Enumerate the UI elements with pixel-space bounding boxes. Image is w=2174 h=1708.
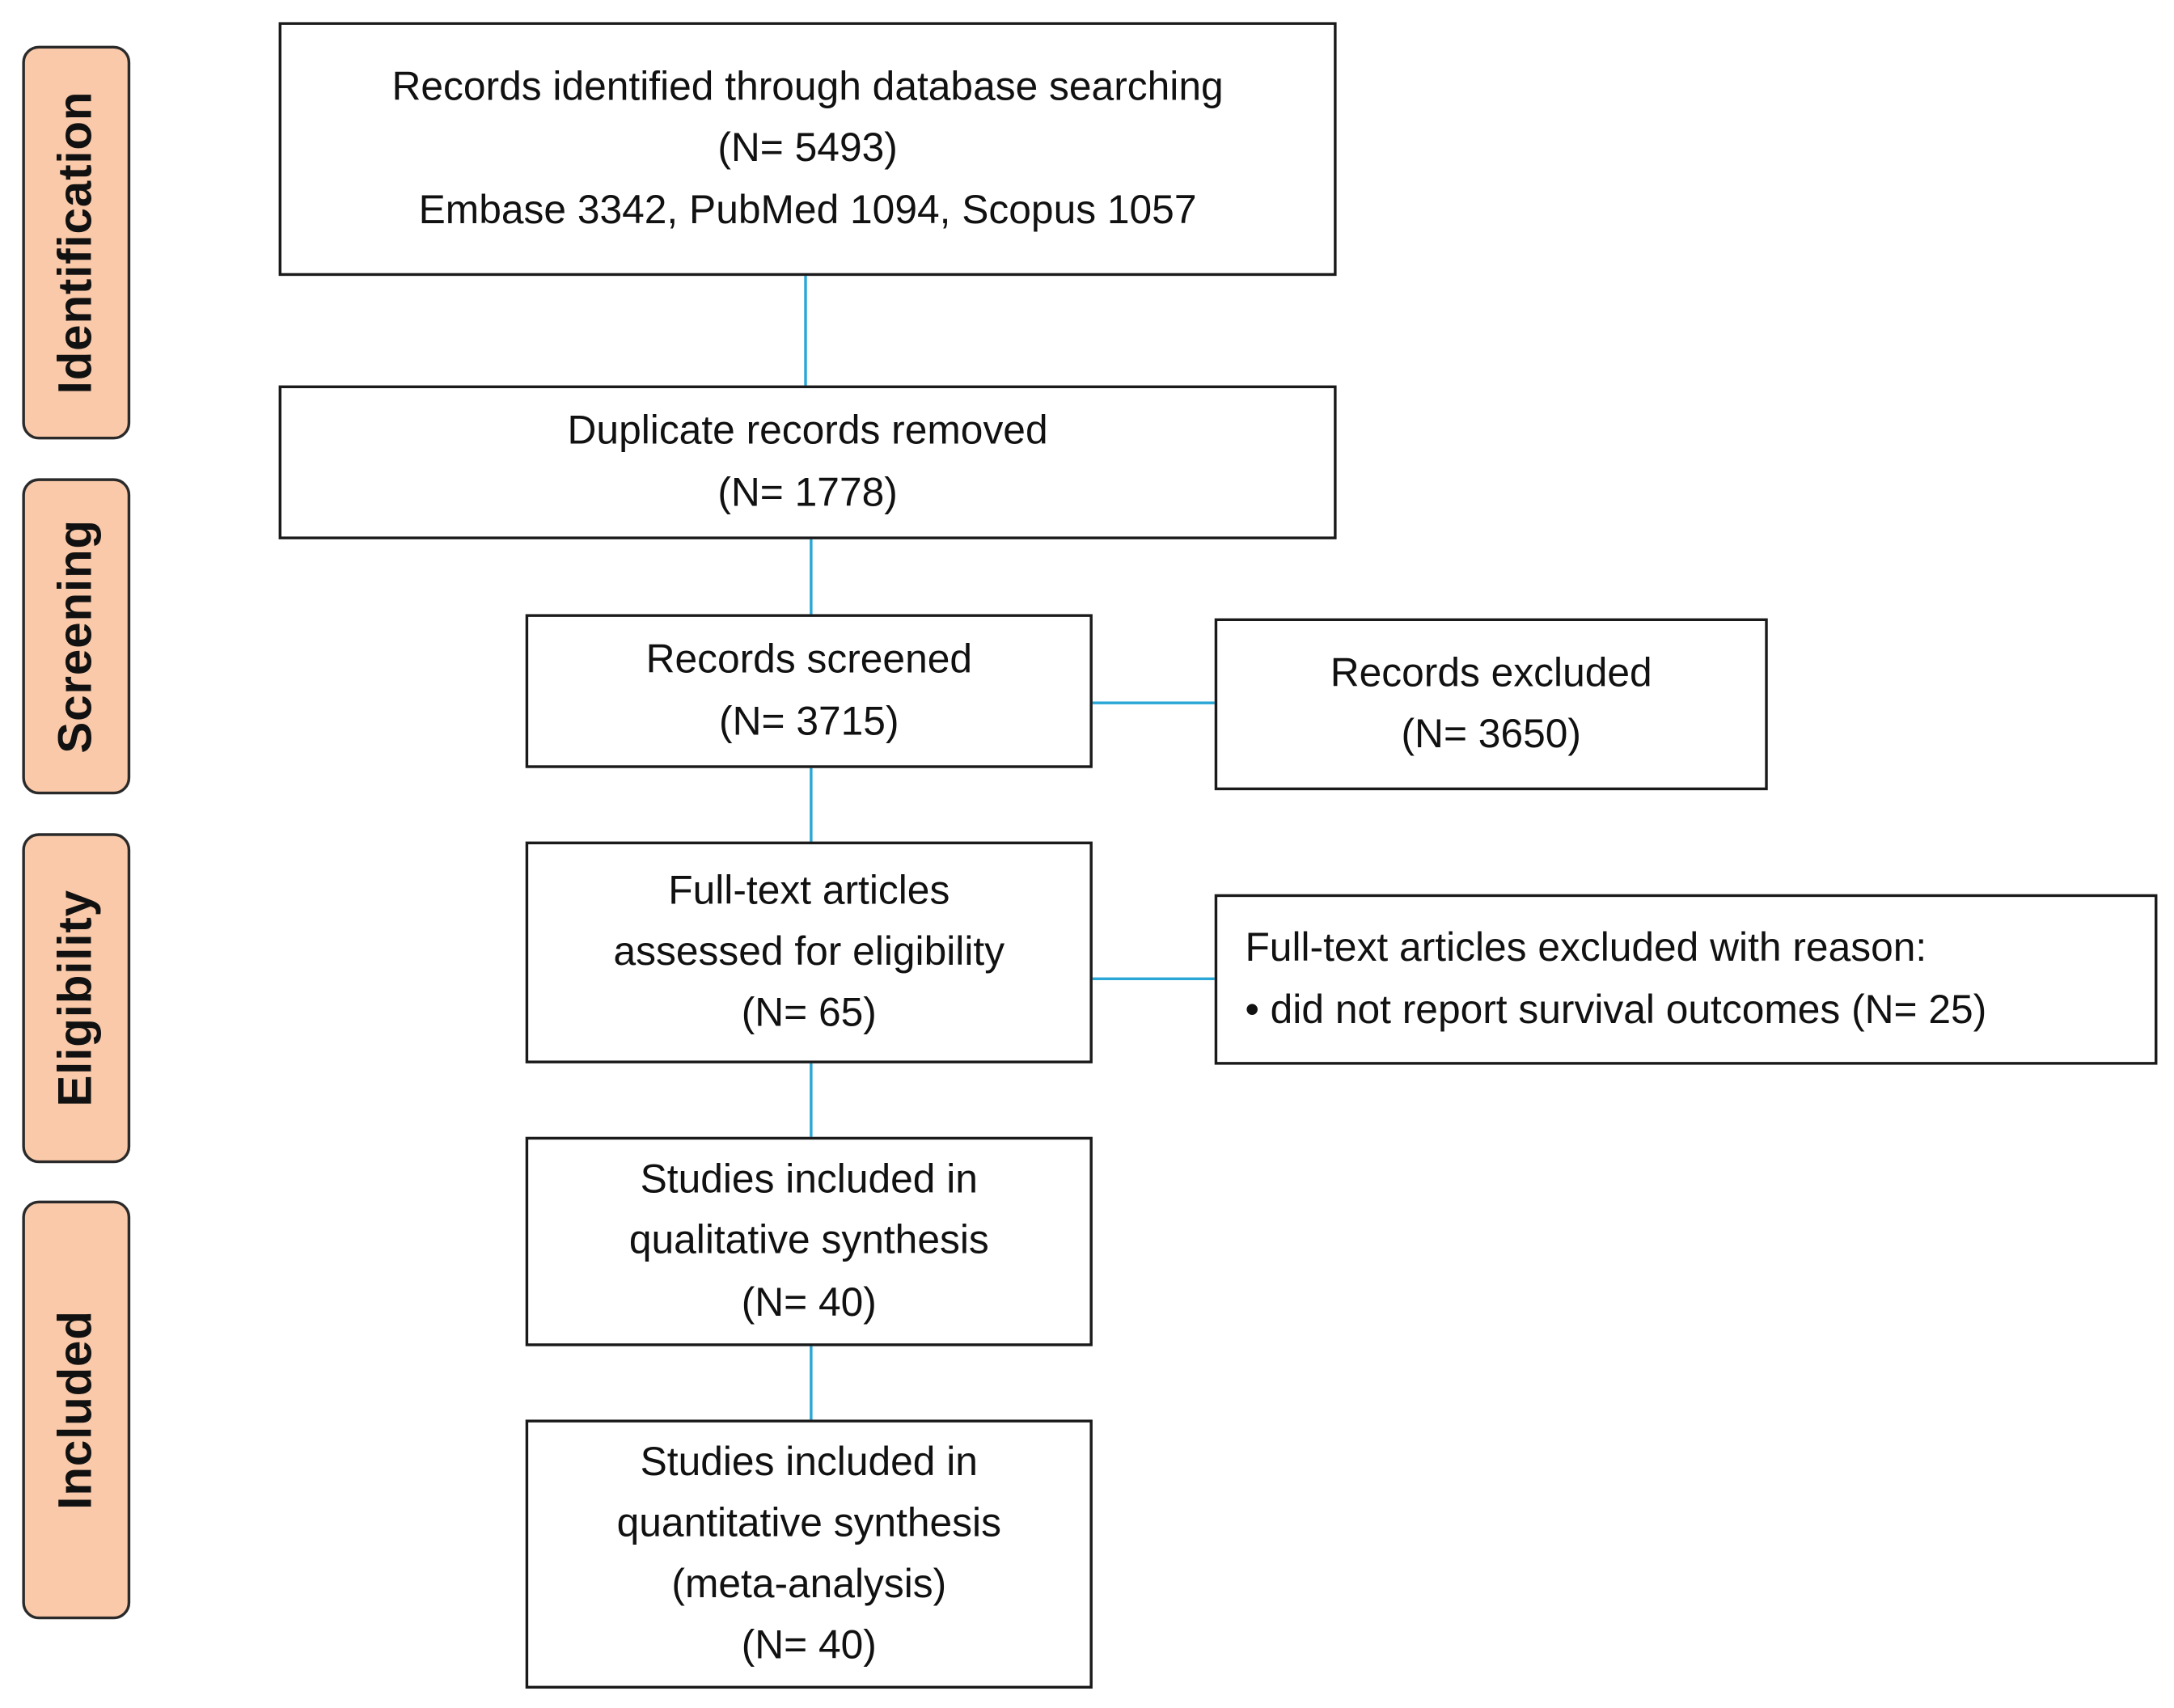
records-excluded-count: (N= 3650) xyxy=(1401,712,1581,758)
phase-eligibility-label: Eligibility xyxy=(49,890,103,1107)
phase-identification: Identification xyxy=(22,45,131,440)
records-identified-title: Records identified through database sear… xyxy=(391,66,1224,111)
box-fulltext-assessed: Full-text articles assessed for eligibil… xyxy=(525,841,1093,1063)
box-records-screened: Records screened (N= 3715) xyxy=(525,614,1093,768)
connector-fulltext-to-excluded xyxy=(1091,977,1216,981)
box-duplicates-removed: Duplicate records removed (N= 1778) xyxy=(278,385,1337,539)
qualitative-count: (N= 40) xyxy=(741,1280,877,1325)
connector-screened-to-excluded xyxy=(1091,701,1216,704)
fulltext-excluded-reason: • did not report survival outcomes (N= 2… xyxy=(1245,987,1987,1033)
connector-screened-to-fulltext xyxy=(810,767,813,843)
phase-screening-label: Screening xyxy=(49,519,103,754)
box-fulltext-excluded: Full-text articles excluded with reason:… xyxy=(1214,894,2158,1065)
fulltext-assessed-count: (N= 65) xyxy=(741,991,877,1036)
records-excluded-title: Records excluded xyxy=(1330,651,1652,696)
phase-included: Included xyxy=(22,1200,131,1620)
fulltext-assessed-line2: assessed for eligibility xyxy=(613,930,1005,975)
records-screened-title: Records screened xyxy=(645,638,973,683)
duplicates-removed-count: (N= 1778) xyxy=(717,471,898,515)
connector-fulltext-to-qualitative xyxy=(810,1062,813,1139)
box-quantitative-synthesis: Studies included in quantitative synthes… xyxy=(525,1419,1093,1689)
connector-qualitative-to-quantitative xyxy=(810,1344,813,1422)
box-records-identified: Records identified through database sear… xyxy=(278,22,1337,277)
box-qualitative-synthesis: Studies included in qualitative synthesi… xyxy=(525,1136,1093,1347)
phase-included-label: Included xyxy=(49,1310,103,1510)
quantitative-line3: (meta-analysis) xyxy=(671,1562,947,1607)
quantitative-line2: quantitative synthesis xyxy=(616,1501,1001,1546)
records-screened-count: (N= 3715) xyxy=(719,699,899,744)
phase-screening: Screening xyxy=(22,478,131,795)
records-identified-count: (N= 5493) xyxy=(717,126,898,171)
records-identified-sources: Embase 3342, PubMed 1094, Scopus 1057 xyxy=(418,188,1197,233)
connector-identified-to-duplicates xyxy=(804,274,807,386)
fulltext-assessed-line1: Full-text articles xyxy=(668,869,950,914)
connector-duplicates-to-screened xyxy=(810,538,813,616)
qualitative-line2: qualitative synthesis xyxy=(628,1219,989,1264)
qualitative-line1: Studies included in xyxy=(640,1158,978,1203)
quantitative-line1: Studies included in xyxy=(640,1440,978,1485)
quantitative-count: (N= 40) xyxy=(741,1623,877,1668)
fulltext-excluded-title: Full-text articles excluded with reason: xyxy=(1245,926,1927,971)
phase-eligibility: Eligibility xyxy=(22,833,131,1164)
duplicates-removed-title: Duplicate records removed xyxy=(567,409,1048,454)
phase-identification-label: Identification xyxy=(49,91,103,395)
box-records-excluded: Records excluded (N= 3650) xyxy=(1214,618,1768,791)
